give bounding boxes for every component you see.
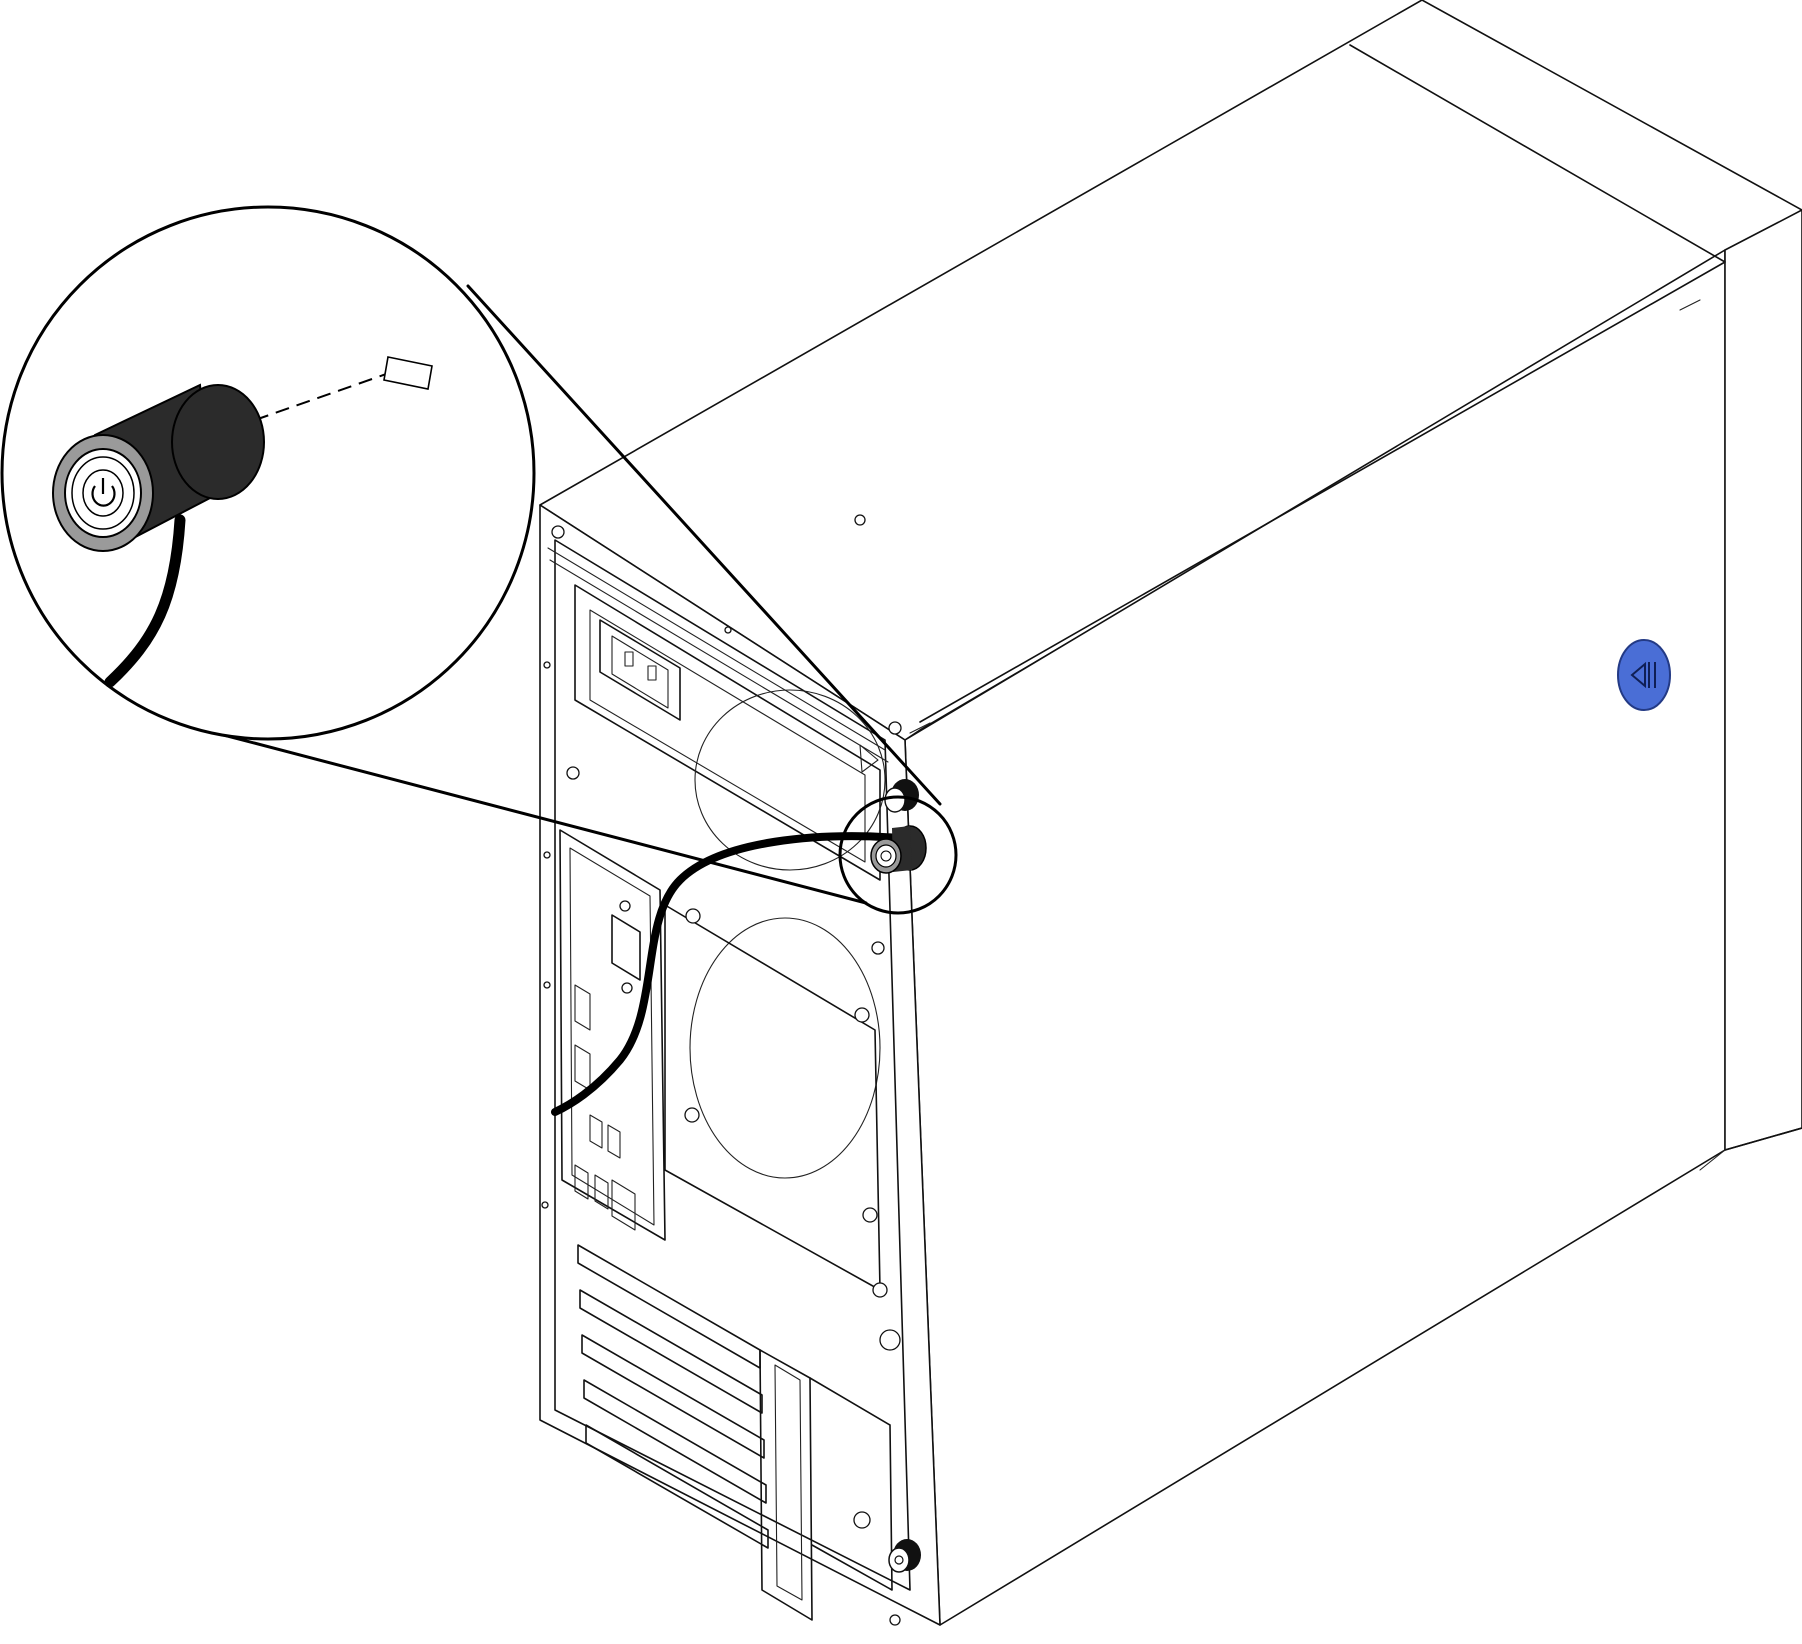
power-icon — [91, 478, 116, 507]
psu-fan — [694, 689, 886, 871]
rear-panel-details — [541, 514, 921, 1626]
psu-outline — [574, 584, 881, 881]
screw-9 — [862, 1207, 878, 1223]
vga-screw-bottom — [621, 982, 633, 994]
vga-port — [611, 914, 641, 981]
io-shield — [559, 829, 666, 1241]
magnifier-callout — [0, 205, 942, 905]
small-hole-2 — [543, 851, 551, 859]
rear-top-handle — [547, 547, 889, 763]
zoom-circle — [0, 205, 536, 741]
inlet-pin-2 — [647, 665, 657, 681]
cover-seam-front-edge — [1349, 44, 1726, 263]
pcie-bracket — [759, 1349, 813, 1621]
screw-6 — [685, 908, 701, 924]
power-inlet-inner — [611, 635, 669, 709]
pcie-bracket-inner — [774, 1364, 803, 1601]
server-chassis — [539, 0, 1802, 1626]
bracket-right-panel — [809, 1377, 893, 1591]
power-button-assembly — [52, 383, 265, 552]
screw-5 — [871, 941, 885, 955]
pcie-slot-4 — [583, 1379, 767, 1504]
inlet-pin-1 — [624, 651, 634, 667]
screw-12 — [853, 1511, 871, 1529]
mounting-slot — [383, 356, 433, 390]
port-1 — [574, 984, 591, 1031]
chassis-rear-side-strip — [1724, 209, 1802, 1151]
power-inlet — [599, 619, 681, 721]
screw-1 — [551, 525, 565, 539]
cover-release-latch — [1617, 639, 1671, 711]
screw-11 — [879, 1329, 901, 1351]
zoom-cable — [104, 514, 186, 688]
psu-inner — [589, 609, 866, 863]
screw-2 — [854, 514, 866, 526]
ethernet-port — [611, 1179, 636, 1231]
cover-bottom-edge — [1724, 1127, 1802, 1151]
screw-8 — [854, 1007, 870, 1023]
screw-10 — [872, 1282, 888, 1298]
power-button-installed — [870, 825, 927, 874]
io-shield-inner — [569, 847, 655, 1226]
pcie-slot-5 — [585, 1424, 769, 1549]
usb-port-4 — [594, 1174, 609, 1210]
small-hole-3 — [543, 981, 551, 989]
small-hole-6 — [889, 1614, 901, 1626]
usb-port-2 — [607, 1124, 621, 1159]
existing-component — [884, 779, 919, 813]
callout-line-bottom — [210, 730, 868, 905]
small-hole-1 — [543, 661, 551, 669]
cable-routing — [551, 832, 904, 1116]
pcie-slot-2 — [579, 1289, 763, 1414]
vga-screw-top — [619, 900, 631, 912]
rear-inner-frame — [554, 539, 911, 1591]
usb-port-1 — [589, 1114, 603, 1149]
chassis-rear-face — [539, 504, 941, 1626]
small-hole-4 — [541, 1201, 549, 1209]
screw-7 — [684, 1107, 700, 1123]
callout-target-circle — [838, 795, 958, 915]
callout-line-top — [466, 284, 942, 806]
cover-notch — [909, 299, 1726, 1171]
rear-system-fan — [689, 917, 881, 1179]
small-hole-5 — [724, 626, 732, 634]
warning-triangle — [859, 744, 879, 773]
thumbscrew — [888, 1539, 921, 1573]
pcie-slot-3 — [581, 1334, 765, 1459]
screw-4 — [566, 766, 580, 780]
alignment-dashed-line — [254, 371, 393, 421]
usb-port-3 — [574, 1164, 589, 1200]
cover-seam-top — [919, 261, 1726, 723]
screw-3 — [888, 721, 902, 735]
power-button-cable-installed — [551, 832, 904, 1116]
